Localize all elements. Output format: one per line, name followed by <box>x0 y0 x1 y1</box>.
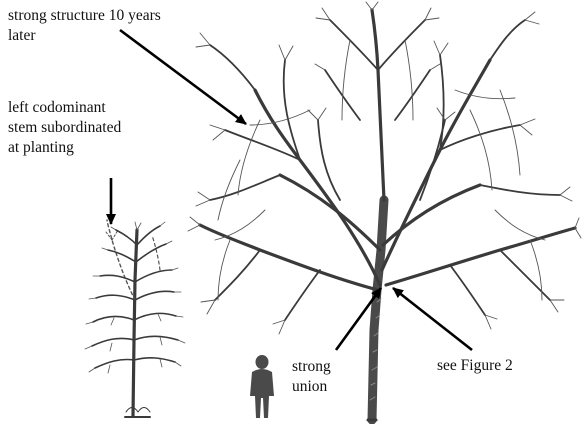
label-codominant-line3: at planting <box>8 138 121 158</box>
label-strong-union-line2: union <box>292 377 331 397</box>
label-codominant-stem: left codominant stem subordinated at pla… <box>8 98 121 158</box>
mature-tree-illustration <box>188 2 581 420</box>
mature-tree-trunk <box>372 200 384 420</box>
person-silhouette <box>250 355 274 418</box>
label-see-figure: see Figure 2 <box>437 356 513 376</box>
label-strong-structure-line2: later <box>8 26 161 46</box>
young-tree-illustration <box>85 220 185 417</box>
label-strong-union-line1: strong <box>292 357 331 377</box>
young-tree-trunk <box>133 230 137 416</box>
label-codominant-line2: stem subordinated <box>8 118 121 138</box>
label-strong-structure: strong structure 10 years later <box>8 6 161 46</box>
label-codominant-line1: left codominant <box>8 98 121 118</box>
label-strong-structure-line1: strong structure 10 years <box>8 6 161 26</box>
arrow-see-figure <box>393 288 472 350</box>
label-strong-union: strong union <box>292 357 331 397</box>
